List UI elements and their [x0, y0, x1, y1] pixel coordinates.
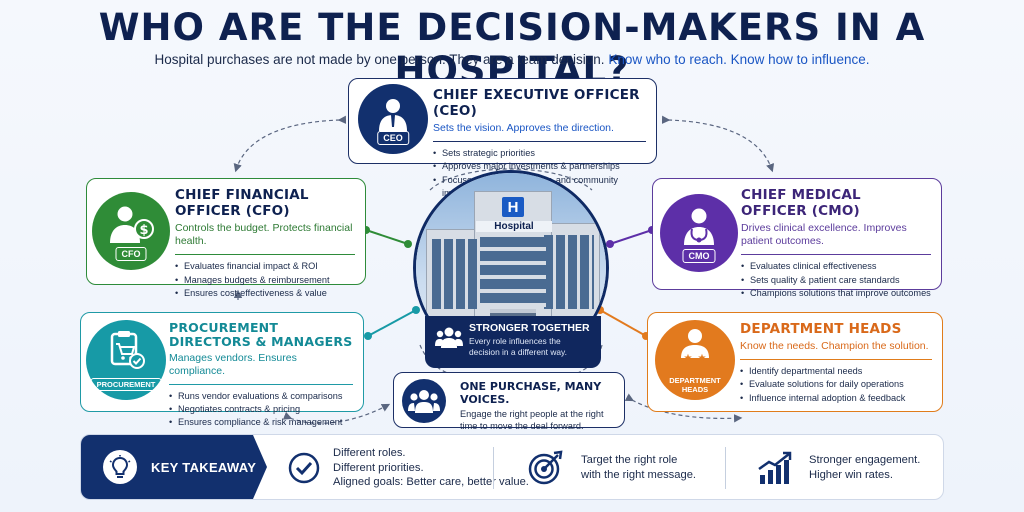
link-proc	[367, 309, 417, 337]
badge-line: HEADS	[681, 385, 709, 394]
takeaway-line: Different roles.	[333, 447, 406, 460]
list-item: Evaluate solutions for daily operations	[740, 378, 932, 392]
procurement-divider	[169, 383, 353, 385]
cfo-title: CHIEF FINANCIAL OFFICER (CFO)	[175, 187, 309, 219]
list-item: Approves major investments & partnership…	[433, 160, 646, 174]
takeaway-line: Aligned goals: Better care, better value…	[333, 476, 529, 489]
cmo-bullets: Evaluates clinical effectiveness Sets qu…	[741, 260, 931, 300]
divider	[725, 447, 726, 489]
list-item: Negotiates contracts & pricing	[169, 403, 353, 417]
person-icon	[379, 99, 407, 131]
one-purchase-heading: ONE PURCHASE, MANY VOICES.	[460, 380, 602, 406]
department-heads-badge-label: DEPARTMENT HEADS	[655, 376, 735, 394]
clipboard-cart-icon	[110, 331, 145, 369]
procurement-bullets: Runs vendor evaluations & comparisons Ne…	[169, 390, 353, 430]
subtitle-highlight: Know who to reach. Know how to influence…	[608, 52, 870, 67]
divider	[493, 447, 494, 489]
takeaway-line: Different priorities.	[333, 461, 424, 474]
checkmark-circle-icon	[288, 452, 320, 484]
takeaway-engagement-text: Stronger engagement. Higher win rates.	[809, 453, 920, 482]
takeaway-line: with the right message.	[581, 469, 697, 481]
badge-line: DEPARTMENT	[669, 376, 721, 385]
procurement-badge: PROCUREMENT	[86, 320, 166, 400]
cfo-divider	[175, 254, 355, 256]
list-item: Sets strategic priorities	[433, 147, 646, 161]
list-item: Champions solutions that improve outcome…	[741, 287, 931, 301]
list-item: Sets quality & patient care standards	[741, 274, 931, 288]
svg-text:★: ★	[698, 353, 707, 362]
procurement-tagline: Manages vendors. Ensures compliance.	[169, 351, 297, 377]
svg-text:$: $	[139, 223, 148, 238]
cmo-badge: CMO	[660, 194, 738, 272]
ceo-badge-label: CEO	[377, 131, 409, 145]
one-purchase-card: ONE PURCHASE, MANY VOICES. Engage the ri…	[393, 372, 625, 431]
stronger-together-heading: STRONGER TOGETHER	[469, 322, 590, 334]
department-heads-divider	[740, 359, 932, 361]
list-item: Runs vendor evaluations & comparisons	[169, 390, 353, 404]
key-takeaway-label: KEY TAKEAWAY	[151, 459, 257, 475]
department-heads-title: DEPARTMENT HEADS	[740, 321, 902, 337]
takeaway-roles-text: Different roles.Different priorities. Ali…	[333, 446, 529, 490]
key-takeaway-label-block: KEY TAKEAWAY	[81, 435, 267, 499]
list-item: Ensures cost-effectiveness & value	[175, 287, 355, 301]
takeaway-col-roles: Different roles.Different priorities. Ali…	[287, 441, 529, 495]
stronger-together-text: Every role influences the decision in a …	[469, 336, 567, 357]
growth-chart-icon	[758, 451, 792, 484]
cmo-title: CHIEF MEDICAL OFFICER (CMO)	[741, 187, 861, 219]
lightbulb-icon	[103, 450, 137, 484]
takeaway-line: Stronger engagement.	[809, 454, 921, 467]
page-subtitle: Hospital purchases are not made by one p…	[0, 52, 1024, 67]
ceo-divider	[433, 141, 646, 143]
hospital-sign-icon: H	[502, 197, 524, 217]
windows	[432, 239, 480, 309]
takeaway-col-target: Target the right role with the right mess…	[527, 441, 696, 495]
procurement-badge-label: PROCUREMENT	[90, 378, 162, 391]
one-purchase-text: Engage the right people at the right tim…	[460, 409, 604, 431]
cfo-badge: $ CFO	[92, 192, 170, 270]
dashed-arrow-one-dept	[624, 393, 743, 423]
cmo-tagline: Drives clinical excellence. Improves pat…	[741, 222, 907, 248]
hospital-illustration: H Hospital	[413, 170, 609, 366]
cmo-divider	[741, 254, 931, 256]
takeaway-line: Higher win rates.	[809, 469, 893, 481]
hospital-label: Hospital	[476, 221, 552, 232]
ceo-title: CHIEF EXECUTIVE OFFICER (CEO)	[433, 87, 640, 119]
link-dept	[599, 309, 647, 337]
department-heads-tagline: Know the needs. Champion the solution.	[740, 340, 929, 352]
stronger-together-banner: STRONGER TOGETHER Every role influences …	[425, 316, 601, 368]
takeaway-target-text: Target the right role with the right mess…	[581, 453, 696, 482]
subtitle-text: Hospital purchases are not made by one p…	[154, 52, 605, 67]
cmo-badge-label: CMO	[682, 249, 716, 263]
person-stars-icon: ★ ★	[681, 329, 709, 362]
ceo-tagline: Sets the vision. Approves the direction.	[433, 122, 614, 134]
department-heads-bullets: Identify departmental needs Evaluate sol…	[740, 365, 932, 405]
windows	[480, 237, 546, 307]
list-item: Evaluates clinical effectiveness	[741, 260, 931, 274]
group-icon	[402, 379, 446, 423]
link-cmo	[609, 229, 653, 245]
procurement-title: PROCUREMENT DIRECTORS & MANAGERS	[169, 320, 353, 349]
list-item: Manages budgets & reimbursement	[175, 274, 355, 288]
department-heads-badge: ★ ★ DEPARTMENT HEADS	[655, 320, 735, 400]
list-item: Influence internal adoption & feedback	[740, 392, 932, 406]
doctor-icon	[684, 208, 714, 245]
list-item: Evaluates financial impact & ROI	[175, 260, 355, 274]
cfo-badge-label: CFO	[115, 247, 147, 261]
ceo-badge: CEO	[358, 84, 428, 154]
cfo-tagline: Controls the budget. Protects financial …	[175, 222, 353, 248]
takeaway-col-engagement: Stronger engagement. Higher win rates.	[757, 441, 920, 495]
key-takeaway-bar: KEY TAKEAWAY Different roles.Different p…	[80, 434, 944, 500]
svg-text:★: ★	[684, 353, 693, 362]
windows	[544, 235, 594, 309]
takeaway-line: Target the right role	[581, 454, 678, 467]
link-cfo	[365, 229, 409, 245]
person-dollar-icon: $	[110, 206, 154, 243]
list-item: Identify departmental needs	[740, 365, 932, 379]
cfo-bullets: Evaluates financial impact & ROI Manages…	[175, 260, 355, 300]
dashed-arrow-ceo-cmo	[661, 115, 775, 173]
dashed-arrow-ceo-cfo	[233, 115, 347, 173]
list-item: Ensures compliance & risk management	[169, 416, 353, 430]
target-icon	[528, 450, 563, 485]
group-icon	[435, 327, 463, 348]
